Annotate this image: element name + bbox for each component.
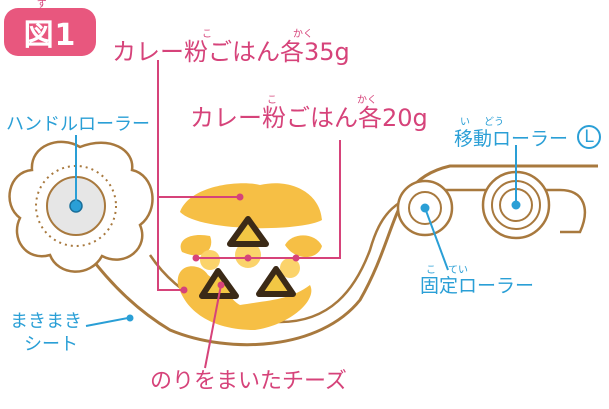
moving-roller-label: 移動ローラー xyxy=(454,128,569,150)
fixed-roller-label: 固定ローラー xyxy=(420,275,535,297)
moving-roller-ruby-i: い xyxy=(460,117,470,128)
fixed-roller-ruby-tei: てい xyxy=(448,265,468,276)
figure-badge: 図1 xyxy=(4,8,96,56)
rice20-label: カレー粉ごはん各20g xyxy=(190,104,428,132)
rice20-ruby-kaku: かく xyxy=(357,95,377,106)
badge-ruby: ず xyxy=(37,0,47,10)
moving-roller-ruby-dou: どう xyxy=(484,117,504,128)
handle-roller-label: ハンドルローラー xyxy=(6,114,150,135)
rice35-ruby-ko: こ xyxy=(202,29,212,40)
rice20-ruby-ko: こ xyxy=(267,95,277,106)
rolling-sheet-label-line2: シート xyxy=(24,334,78,355)
handle-roller xyxy=(8,140,154,273)
pink-leader-lines xyxy=(157,60,341,369)
rice35-label: カレー粉ごはん各35g xyxy=(112,38,350,66)
rolling-sheet-label-line1: まきまき xyxy=(10,311,82,332)
blue-leader-lines xyxy=(73,135,517,327)
nori-cheese-label: のりをまいたチーズ xyxy=(150,369,347,394)
rice35-ruby-kaku: かく xyxy=(293,29,313,40)
fixed-roller-ruby-ko: こ xyxy=(426,265,436,276)
moving-roller-suffix: L xyxy=(577,125,601,149)
